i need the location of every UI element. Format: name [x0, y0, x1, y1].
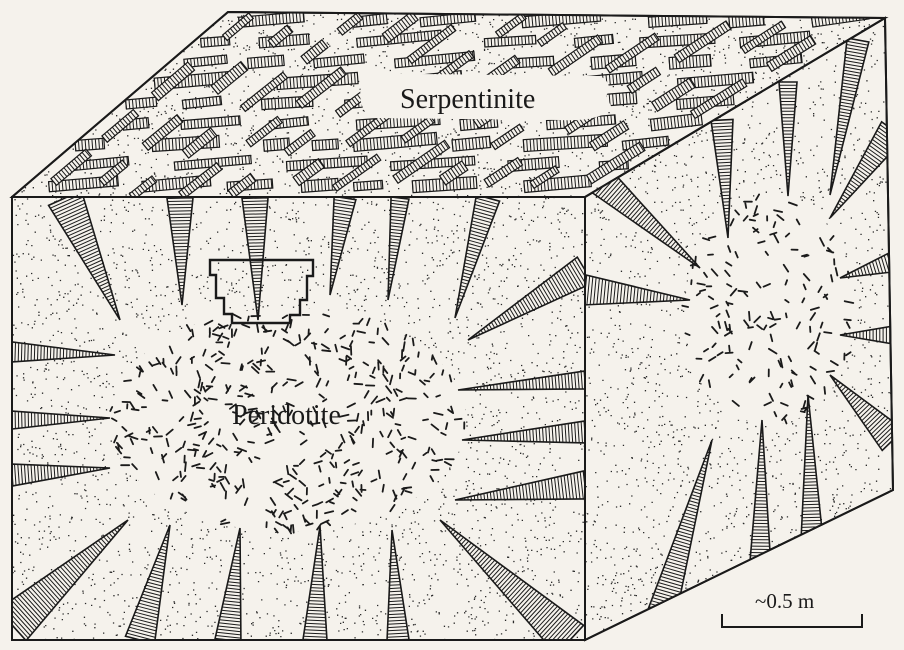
peridotite-label: Peridotite [232, 400, 341, 431]
scale-bar [722, 614, 862, 628]
serpentinite-label: Serpentinite [400, 84, 535, 115]
scale-label: ~0.5 m [755, 589, 814, 613]
